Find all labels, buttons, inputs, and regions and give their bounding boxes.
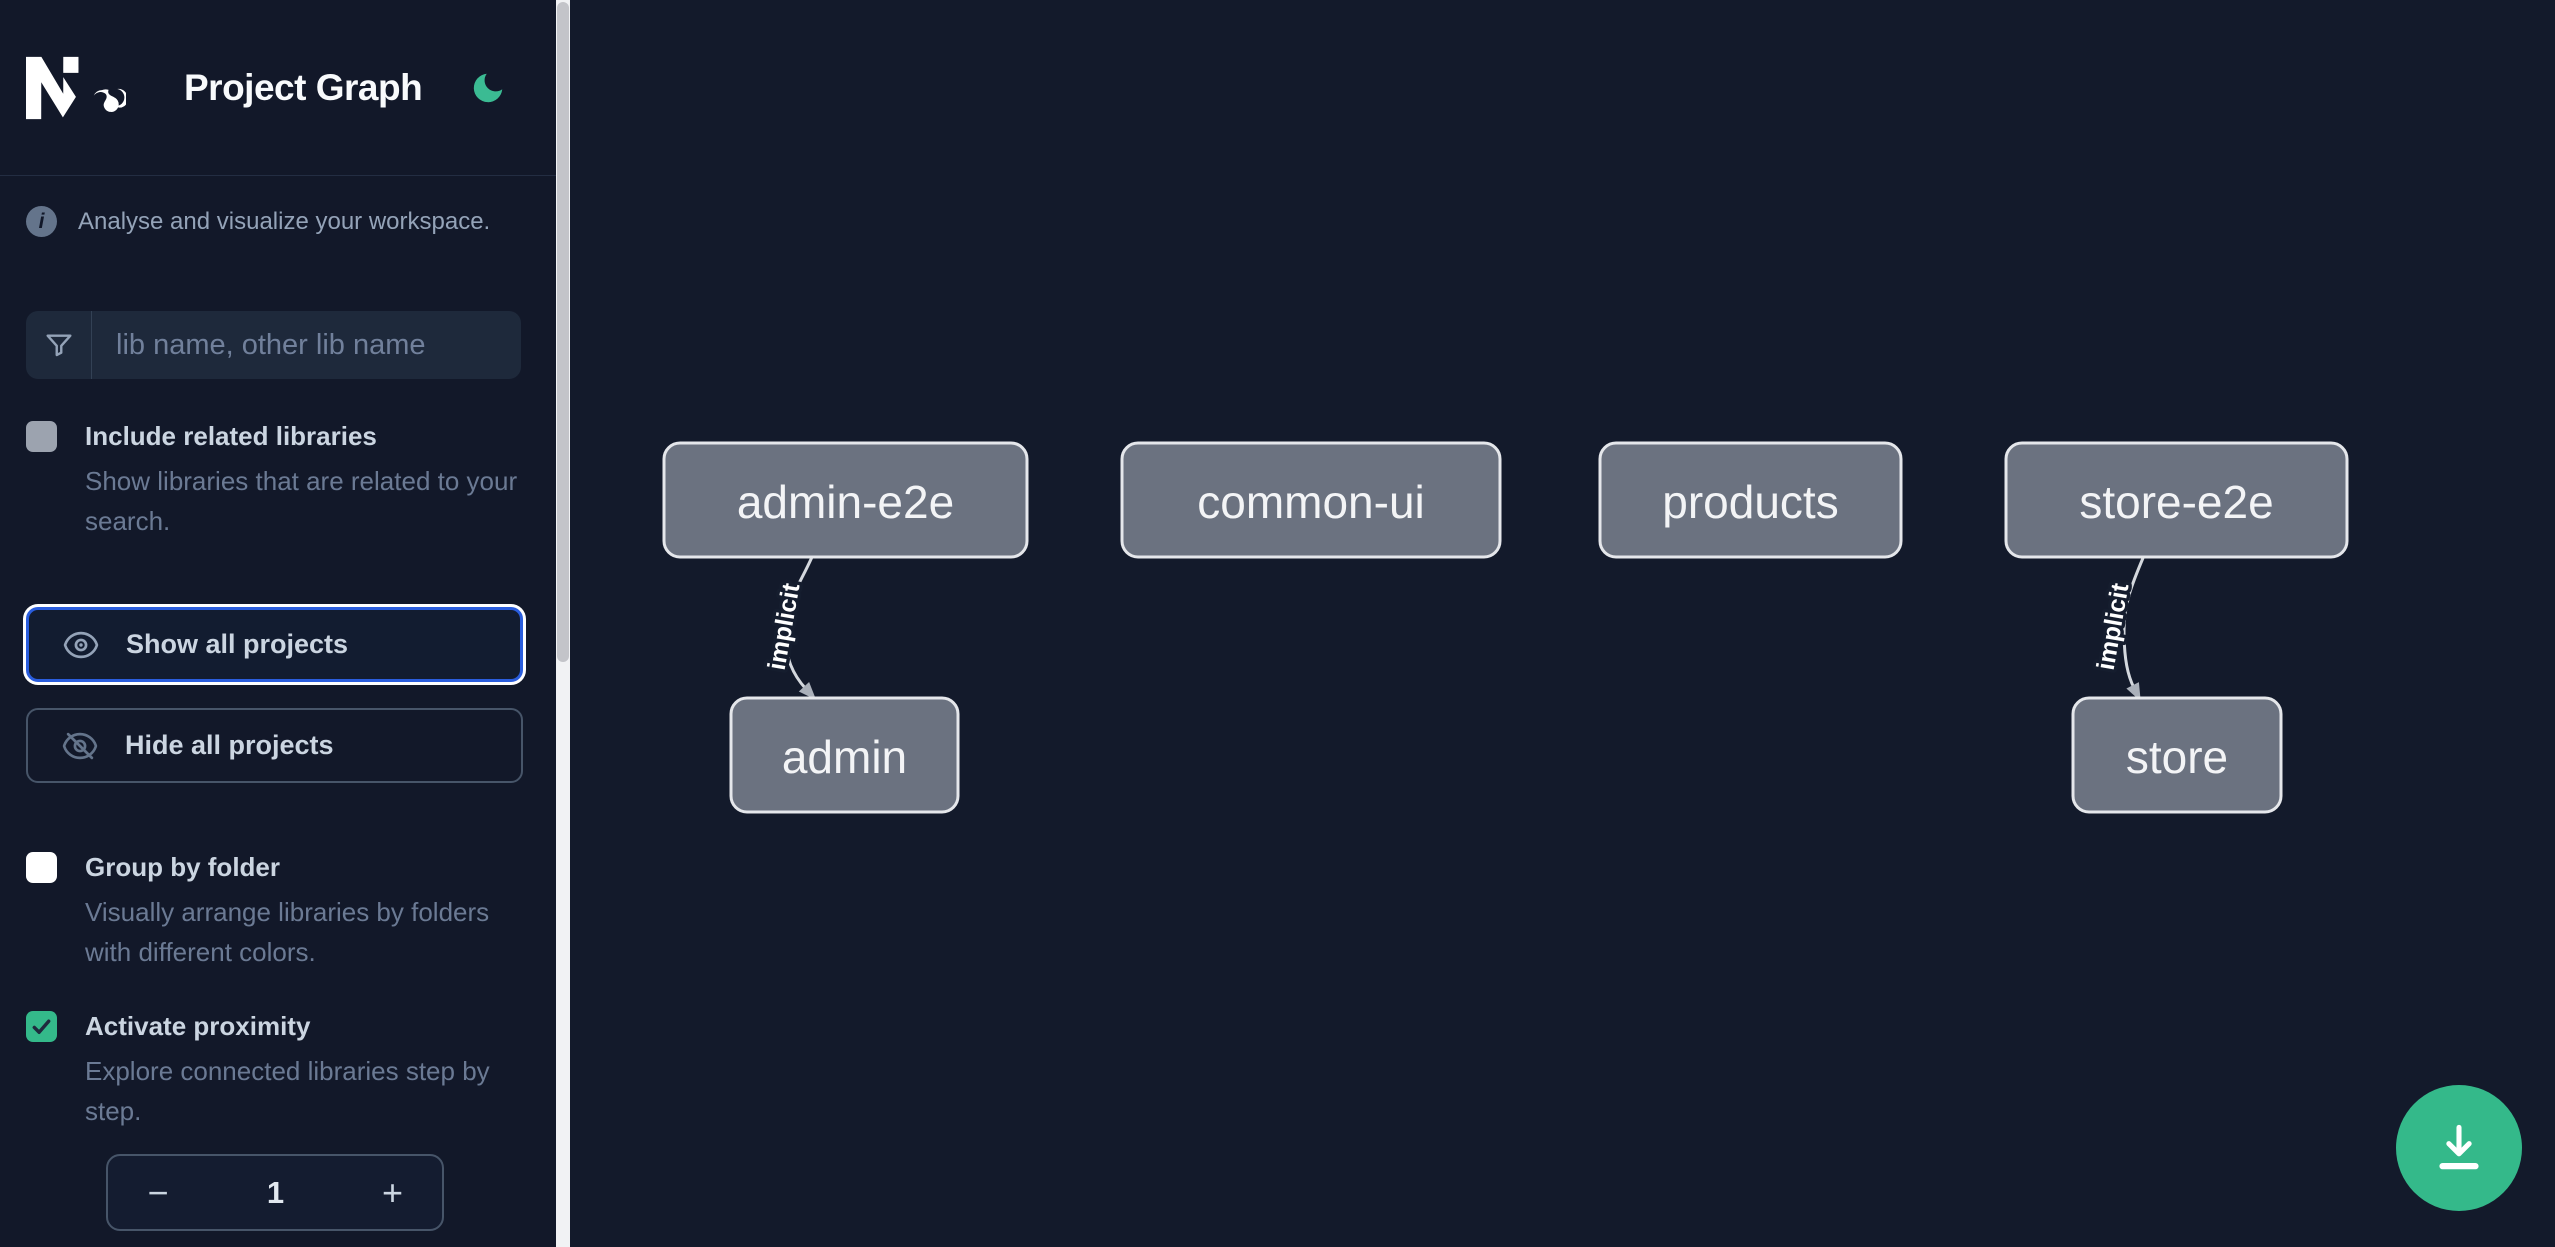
edge-label: implicit: [763, 580, 806, 672]
graph-node-store[interactable]: store: [2071, 696, 2283, 814]
stepper-decrement-button[interactable]: −: [108, 1156, 208, 1229]
eye-off-icon: [62, 732, 98, 759]
include-related-label[interactable]: Include related libraries: [85, 421, 377, 451]
sidebar: Project Graph i Analyse and visualize yo…: [0, 0, 570, 1247]
graph-node-label: products: [1662, 476, 1838, 528]
search-box: [26, 311, 521, 379]
activate-proximity-label[interactable]: Activate proximity: [85, 1011, 311, 1041]
include-related-description: Show libraries that are related to your …: [85, 466, 518, 536]
graph-node-label: admin: [782, 731, 907, 783]
graph-edge-store-e2e-store: [2122, 557, 2145, 702]
filter-icon: [45, 334, 72, 357]
graph-node-label: common-ui: [1197, 476, 1425, 528]
graph-node-store-e2e[interactable]: store-e2e: [2004, 441, 2349, 559]
eye-icon: [63, 631, 99, 658]
activate-proximity-description: Explore connected libraries step by step…: [85, 1056, 490, 1126]
check-icon: [32, 1019, 51, 1034]
toggle-activate-proximity: Activate proximity Explore connected lib…: [0, 1011, 570, 1131]
app-title: Project Graph: [184, 66, 423, 108]
download-icon: [2439, 1124, 2479, 1170]
project-graph: implicit implicit admin-e2e common-ui produc…: [662, 441, 2349, 814]
graph-node-label: store: [2126, 731, 2228, 783]
toggle-include-related: Include related libraries Show libraries…: [0, 421, 570, 541]
graph-node-common-ui[interactable]: common-ui: [1120, 441, 1502, 559]
hide-all-projects-button[interactable]: Hide all projects: [26, 708, 523, 783]
graph-node-label: admin-e2e: [737, 476, 954, 528]
show-all-projects-button[interactable]: Show all projects: [26, 607, 523, 682]
graph-node-label: store-e2e: [2079, 476, 2273, 528]
hide-all-projects-label: Hide all projects: [125, 730, 334, 760]
search-input[interactable]: [92, 311, 521, 379]
graph-node-products[interactable]: products: [1598, 441, 1903, 559]
show-all-projects-label: Show all projects: [126, 629, 349, 659]
graph-node-admin-e2e[interactable]: admin-e2e: [662, 441, 1029, 559]
theme-toggle-button[interactable]: [466, 66, 510, 110]
graph-canvas[interactable]: implicit implicit admin-e2e common-ui produc…: [570, 0, 2555, 1247]
tagline-text: Analyse and visualize your workspace.: [78, 207, 491, 235]
sidebar-scrollbar-thumb[interactable]: [557, 2, 569, 662]
proximity-stepper: − 1 +: [106, 1154, 444, 1231]
stepper-value[interactable]: 1: [266, 1174, 285, 1210]
group-by-folder-checkbox[interactable]: [26, 852, 57, 883]
tagline-row: i Analyse and visualize your workspace.: [0, 176, 570, 237]
moon-icon: [473, 73, 503, 102]
stepper-increment-button[interactable]: +: [343, 1156, 442, 1229]
group-by-folder-label[interactable]: Group by folder: [85, 852, 280, 882]
group-by-folder-description: Visually arrange libraries by folders wi…: [85, 897, 490, 967]
edge-label: implicit: [2092, 580, 2135, 672]
graph-node-admin[interactable]: admin: [729, 696, 960, 814]
graph-edge-admin-e2e-admin: [783, 556, 817, 701]
activate-proximity-checkbox[interactable]: [26, 1011, 57, 1042]
include-related-checkbox[interactable]: [26, 421, 57, 452]
filter-icon-cell: [26, 311, 92, 379]
sidebar-scrollbar-track[interactable]: [556, 0, 570, 1247]
toggle-group-by-folder: Group by folder Visually arrange librari…: [0, 852, 570, 972]
info-icon: i: [26, 206, 57, 237]
sidebar-header: Project Graph: [0, 0, 570, 176]
nx-logo-icon: [26, 56, 126, 119]
download-button[interactable]: [2396, 1085, 2522, 1211]
